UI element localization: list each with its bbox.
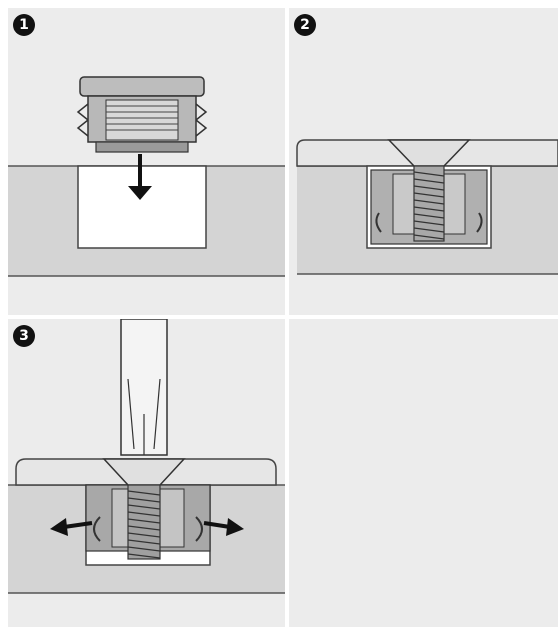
step-2-badge: 2 bbox=[294, 14, 316, 36]
step-3-badge: 3 bbox=[13, 325, 35, 347]
insert-down-arrow bbox=[128, 154, 152, 200]
countersunk-screw bbox=[387, 139, 471, 242]
screwdriver bbox=[120, 319, 168, 456]
step-3-panel: 3 bbox=[8, 319, 285, 627]
expand-left-arrow bbox=[50, 518, 93, 536]
expand-right-arrow bbox=[203, 518, 244, 536]
step-2-panel: 2 bbox=[289, 8, 558, 315]
step-3-illustration bbox=[8, 319, 285, 594]
empty-panel bbox=[289, 319, 558, 627]
step-1-illustration bbox=[8, 76, 285, 277]
countersunk-screw bbox=[102, 458, 186, 560]
plastic-fastener bbox=[76, 76, 208, 153]
step-2-illustration bbox=[296, 139, 558, 275]
step-1-badge: 1 bbox=[13, 14, 35, 36]
step-1-panel: 1 bbox=[8, 8, 285, 315]
